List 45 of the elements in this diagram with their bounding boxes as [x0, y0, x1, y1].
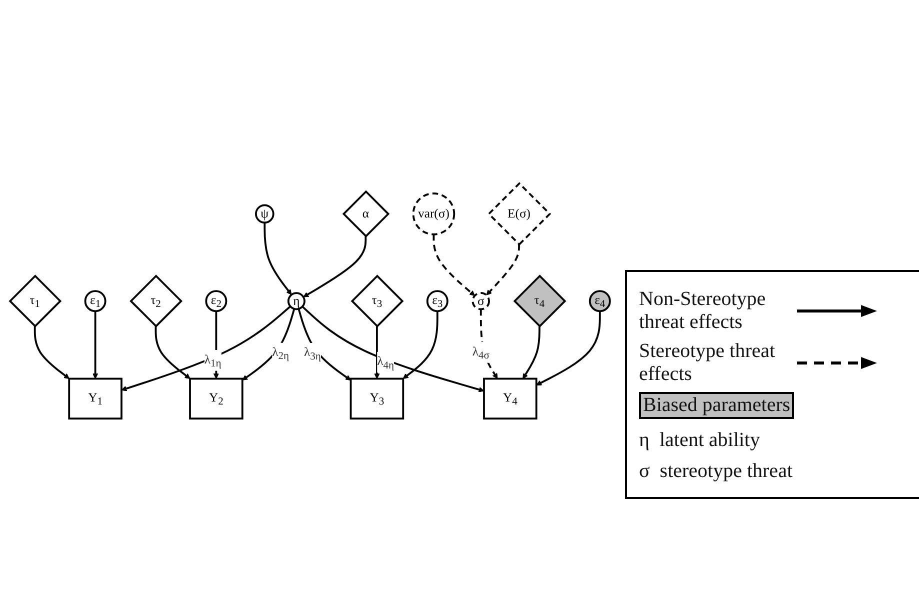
node-box: Y$_{2}$ — [189, 378, 244, 420]
node-diamond: τ$_{2}$ — [130, 274, 182, 328]
node-circle: var(σ) — [412, 192, 456, 236]
edge-label: λ$_{1η}$ — [204, 352, 222, 369]
node-diamond: τ$_{1}$ — [8, 274, 62, 328]
edge-label: λ$_{3η}$ — [304, 345, 321, 362]
legend-note: σ stereotype threat — [639, 460, 792, 483]
arrow — [303, 236, 367, 298]
arrow — [298, 308, 352, 380]
legend-note: η latent ability — [639, 429, 760, 452]
arrow — [486, 244, 520, 296]
node-diamond: τ$_{3}$ — [350, 274, 404, 328]
arrow — [264, 222, 292, 295]
arrow — [536, 311, 601, 386]
arrow — [402, 311, 438, 379]
legend-text: Non-Stereotype threat effects — [639, 288, 767, 334]
arrow — [374, 326, 380, 379]
node-box: Y$_{3}$ — [350, 378, 404, 420]
node-circle: σ — [472, 292, 490, 310]
arrow — [302, 306, 484, 392]
node-circle: ε$_{3}$ — [426, 290, 448, 312]
arrow — [154, 326, 190, 379]
edge-label: λ$_{4η}$ — [377, 354, 394, 371]
arrow — [213, 311, 219, 379]
node-diamond: α — [342, 190, 390, 238]
arrow — [92, 311, 98, 379]
node-box: Y$_{4}$ — [483, 378, 538, 420]
arrow — [522, 326, 540, 379]
node-diamond: τ$_{4}$ — [513, 274, 566, 328]
node-box: Y$_{1}$ — [68, 378, 122, 420]
edge-label: λ$_{4σ}$ — [472, 344, 490, 361]
arrow — [432, 234, 475, 296]
node-circle: ε$_{1}$ — [84, 290, 106, 312]
edge-label: λ$_{2η}$ — [272, 345, 290, 362]
node-circle: ψ — [255, 204, 274, 224]
node-circle: ε$_{2}$ — [205, 290, 228, 312]
node-diamond: E(σ) — [488, 182, 552, 246]
arrow — [34, 326, 70, 379]
legend-swatch: Biased parameters — [639, 392, 794, 419]
node-circle: η — [287, 292, 306, 310]
node-circle: ε$_{4}$ — [588, 290, 611, 312]
legend-text: Stereotype threat effects — [639, 340, 776, 386]
arrow — [242, 308, 296, 380]
arrow — [480, 309, 498, 379]
arrow — [121, 306, 291, 392]
